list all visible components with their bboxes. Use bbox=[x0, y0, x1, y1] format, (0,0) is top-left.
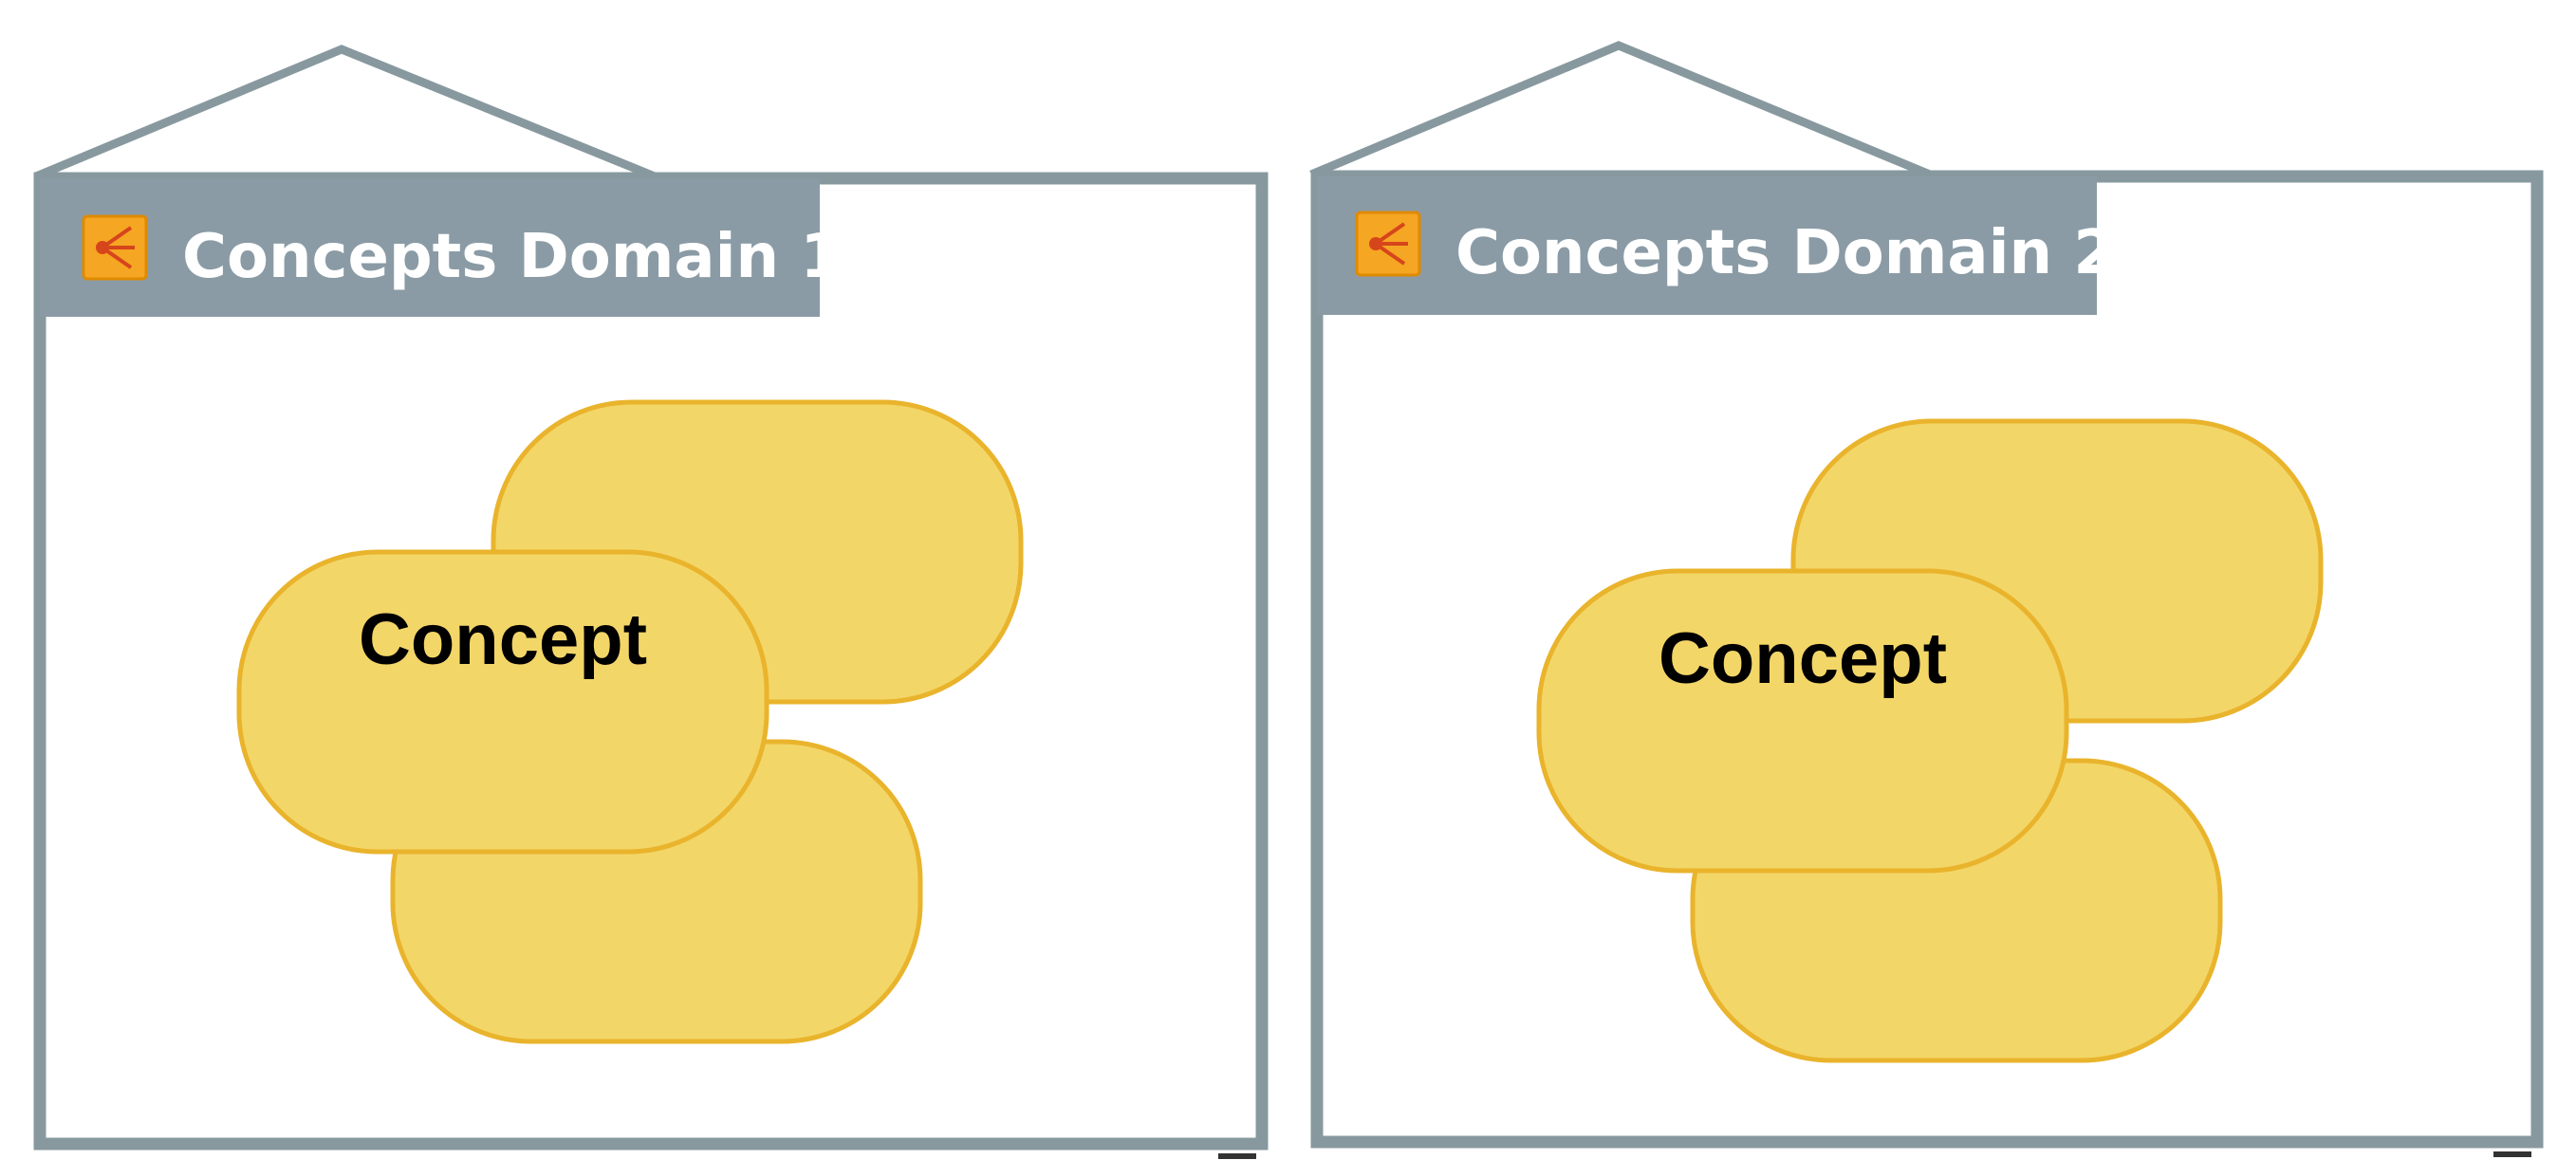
corner-mark bbox=[1218, 1153, 1256, 1159]
concept-domain-2[interactable]: Concepts Domain 2 Concept bbox=[1309, 41, 2544, 1149]
concept-shape-front[interactable] bbox=[236, 549, 769, 855]
concept-domain-icon bbox=[82, 214, 148, 281]
concept-shape-front[interactable] bbox=[1536, 568, 2069, 874]
domain-title-bar bbox=[40, 178, 820, 317]
concept-label: Concept bbox=[1659, 618, 1947, 699]
concept-domain-icon bbox=[1355, 211, 1421, 277]
domain-title: Concepts Domain 2 bbox=[1455, 218, 2116, 288]
concept-domain-1[interactable]: Concepts Domain 1 Concept bbox=[33, 45, 1269, 1151]
corner-mark bbox=[2493, 1151, 2531, 1157]
concept-label: Concept bbox=[359, 599, 647, 680]
domain-title: Concepts Domain 1 bbox=[182, 222, 843, 292]
domain-roof bbox=[34, 45, 657, 181]
domain-roof bbox=[1309, 41, 1932, 179]
domain-title-bar bbox=[1317, 176, 2097, 315]
